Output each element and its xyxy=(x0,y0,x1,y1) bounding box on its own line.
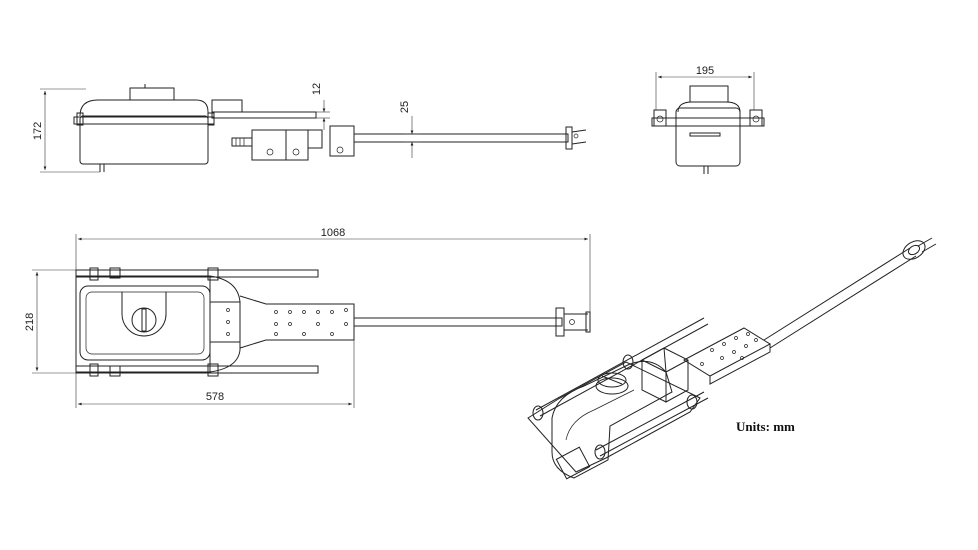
dimension-12-label: 12 xyxy=(311,83,323,95)
dimension-218: 218 xyxy=(24,269,76,374)
dimension-218-label: 218 xyxy=(24,313,36,331)
dimension-12: 12 xyxy=(311,83,330,130)
dimension-578-label: 578 xyxy=(206,391,224,403)
isometric-view xyxy=(527,237,937,480)
side-view xyxy=(73,84,587,172)
dimension-195-label: 195 xyxy=(696,65,714,77)
dimension-578: 578 xyxy=(75,340,355,408)
dimension-172: 172 xyxy=(32,88,100,173)
dimension-25-label: 25 xyxy=(399,101,411,113)
dimension-195: 195 xyxy=(655,65,755,110)
end-view xyxy=(651,85,765,174)
dimension-1068: 1068 xyxy=(75,227,591,312)
dimension-1068-label: 1068 xyxy=(321,227,345,239)
top-view xyxy=(75,267,591,377)
dimension-25: 25 xyxy=(399,101,420,158)
dimension-172-label: 172 xyxy=(32,122,44,140)
units-label: Units: mm xyxy=(736,419,795,434)
